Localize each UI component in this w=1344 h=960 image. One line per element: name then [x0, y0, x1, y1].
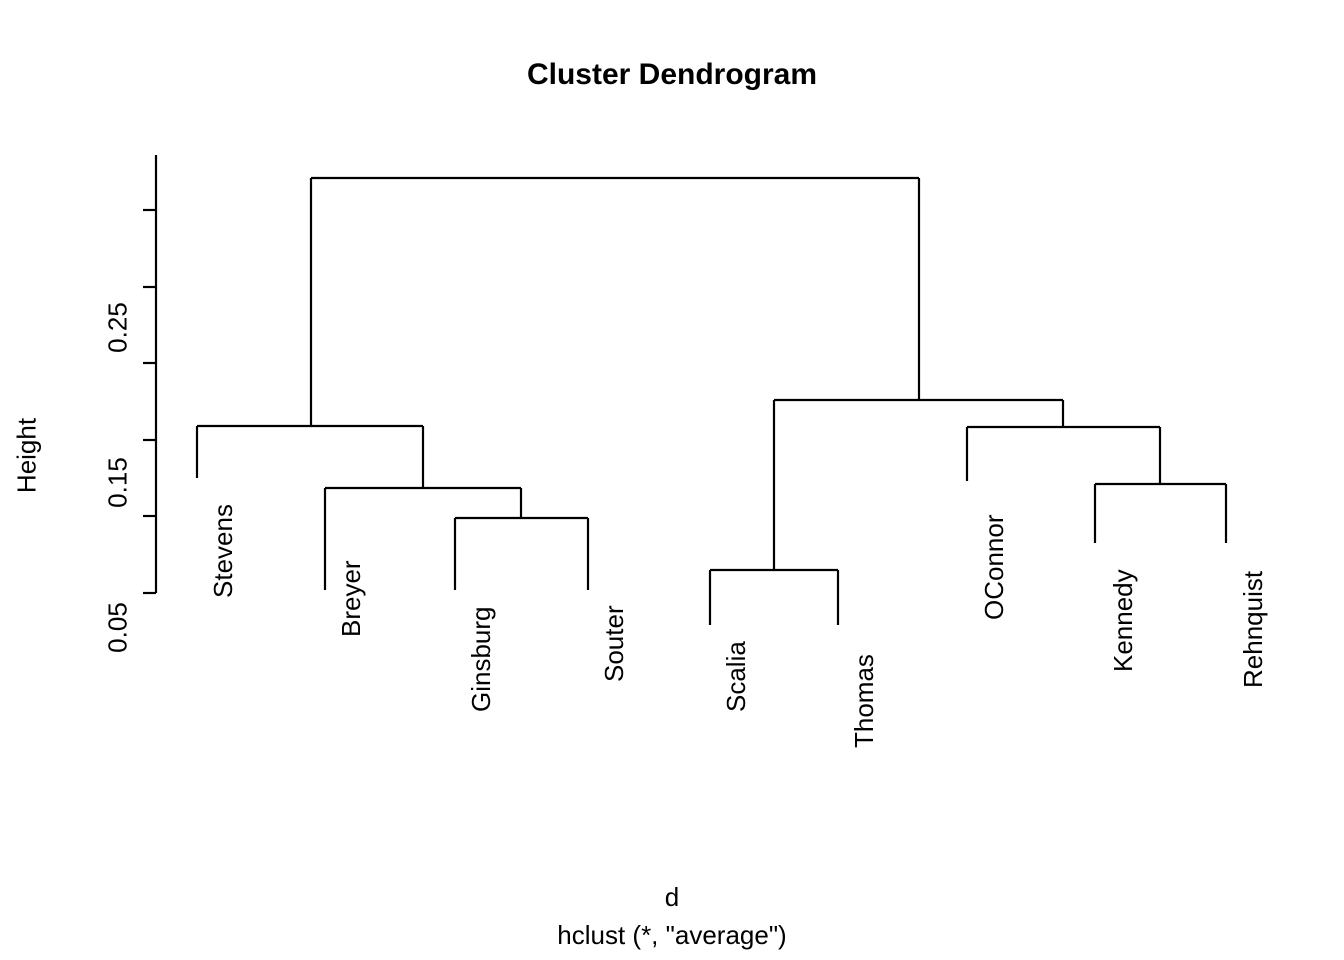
leaf-label-rehnquist: Rehnquist — [1238, 570, 1268, 688]
leaf-label-ginsburg: Ginsburg — [466, 606, 496, 713]
dendro-node-kennedy-rehnquist — [1093, 482, 1228, 543]
dendro-node-stevens-breyergroup — [195, 424, 425, 488]
x-axis-sublabel: hclust (*, "average") — [557, 920, 787, 950]
leaf-label-stevens: Stevens — [208, 504, 238, 598]
leaf-label-breyer: Breyer — [336, 560, 366, 637]
leaf-label-souter: Souter — [599, 605, 629, 682]
x-axis-label: d — [664, 882, 680, 912]
dendro-node-ginsburg-souter — [453, 516, 590, 590]
leaf-label-kennedy: Kennedy — [1108, 569, 1138, 672]
dendro-node-scaliagroup-oconnorgroup — [772, 398, 1065, 570]
leaf-label-thomas: Thomas — [849, 654, 879, 748]
page-title: Cluster Dendrogram — [526, 58, 818, 91]
leaf-label-scalia: Scalia — [721, 641, 751, 712]
dendro-node-oconnor-kennedygroup — [965, 425, 1162, 484]
dendro-node-root — [309, 176, 921, 426]
dendro-node-scalia-thomas — [708, 568, 840, 625]
leaf-label-oconnor: OConnor — [979, 514, 1009, 621]
